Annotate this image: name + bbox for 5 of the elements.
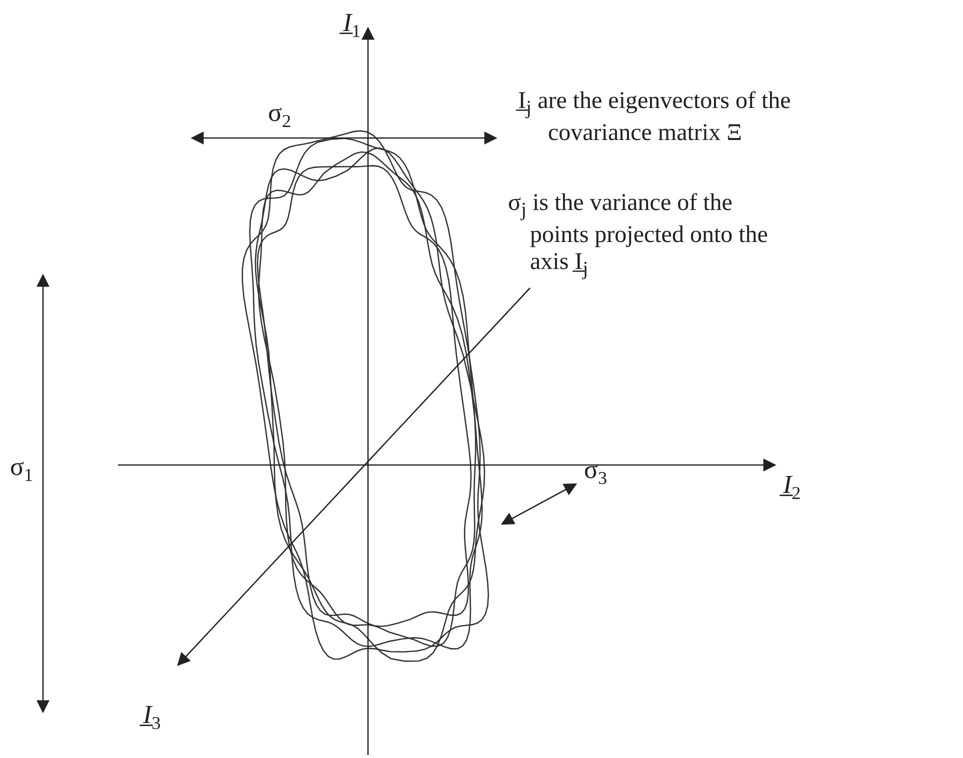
variance-label: σ$_{3}$ [584, 455, 608, 490]
variance-label: σ$_{1}$ [10, 452, 34, 486]
variance-label: σ$_{2}$ [268, 98, 292, 132]
note-text: σ$_{j}$ is the variance of the points projected onto the axis I̲$_{j}$ [508, 190, 768, 282]
note-text: I̲$_{j}$ are the eigenvectors of the covariance matrix Ξ [518, 88, 792, 148]
